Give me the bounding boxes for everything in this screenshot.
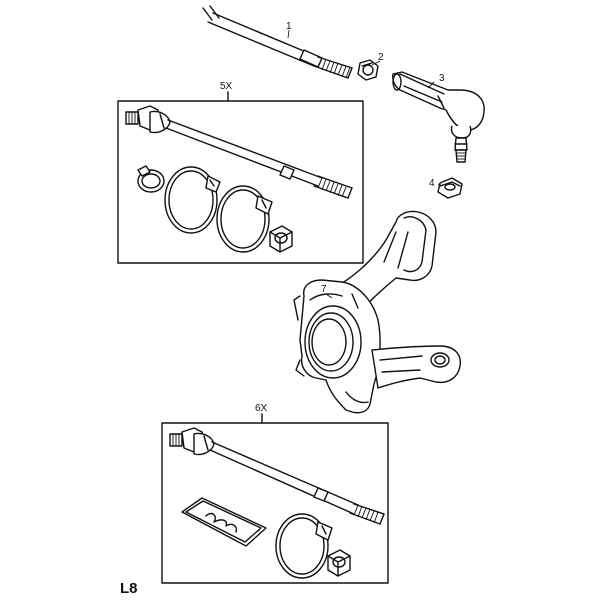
part-2-nut — [357, 59, 379, 81]
callout-kit-6x: 6X — [255, 403, 268, 414]
nut-6x — [327, 549, 351, 577]
callout-kit-5x: 5X — [220, 81, 233, 92]
kit-box-5x — [117, 91, 364, 264]
inner-tie-rod-6x — [169, 427, 385, 525]
callout-1: 1 — [286, 21, 292, 32]
part-4-nut — [437, 177, 463, 199]
part-7-steering-knuckle — [293, 210, 461, 414]
callout-4: 4 — [429, 178, 435, 189]
large-clamp-b-5x — [216, 185, 273, 253]
inner-tie-rod-5x — [125, 105, 353, 199]
callout-3: 3 — [439, 73, 445, 84]
large-clamp-a-5x — [164, 166, 221, 234]
part-1-tie-rod — [202, 5, 353, 79]
callout-7: 7 — [321, 284, 327, 295]
part-3-tie-rod-end — [392, 71, 485, 163]
clamp-6x — [275, 513, 333, 579]
kit-box-6x — [161, 413, 389, 584]
grease-packet-6x — [181, 497, 267, 547]
page-label: L8 — [120, 580, 138, 597]
nut-5x — [269, 225, 293, 253]
small-clamp-5x — [137, 165, 165, 193]
callout-2: 2 — [378, 52, 384, 63]
callout-leaders — [287, 29, 443, 299]
